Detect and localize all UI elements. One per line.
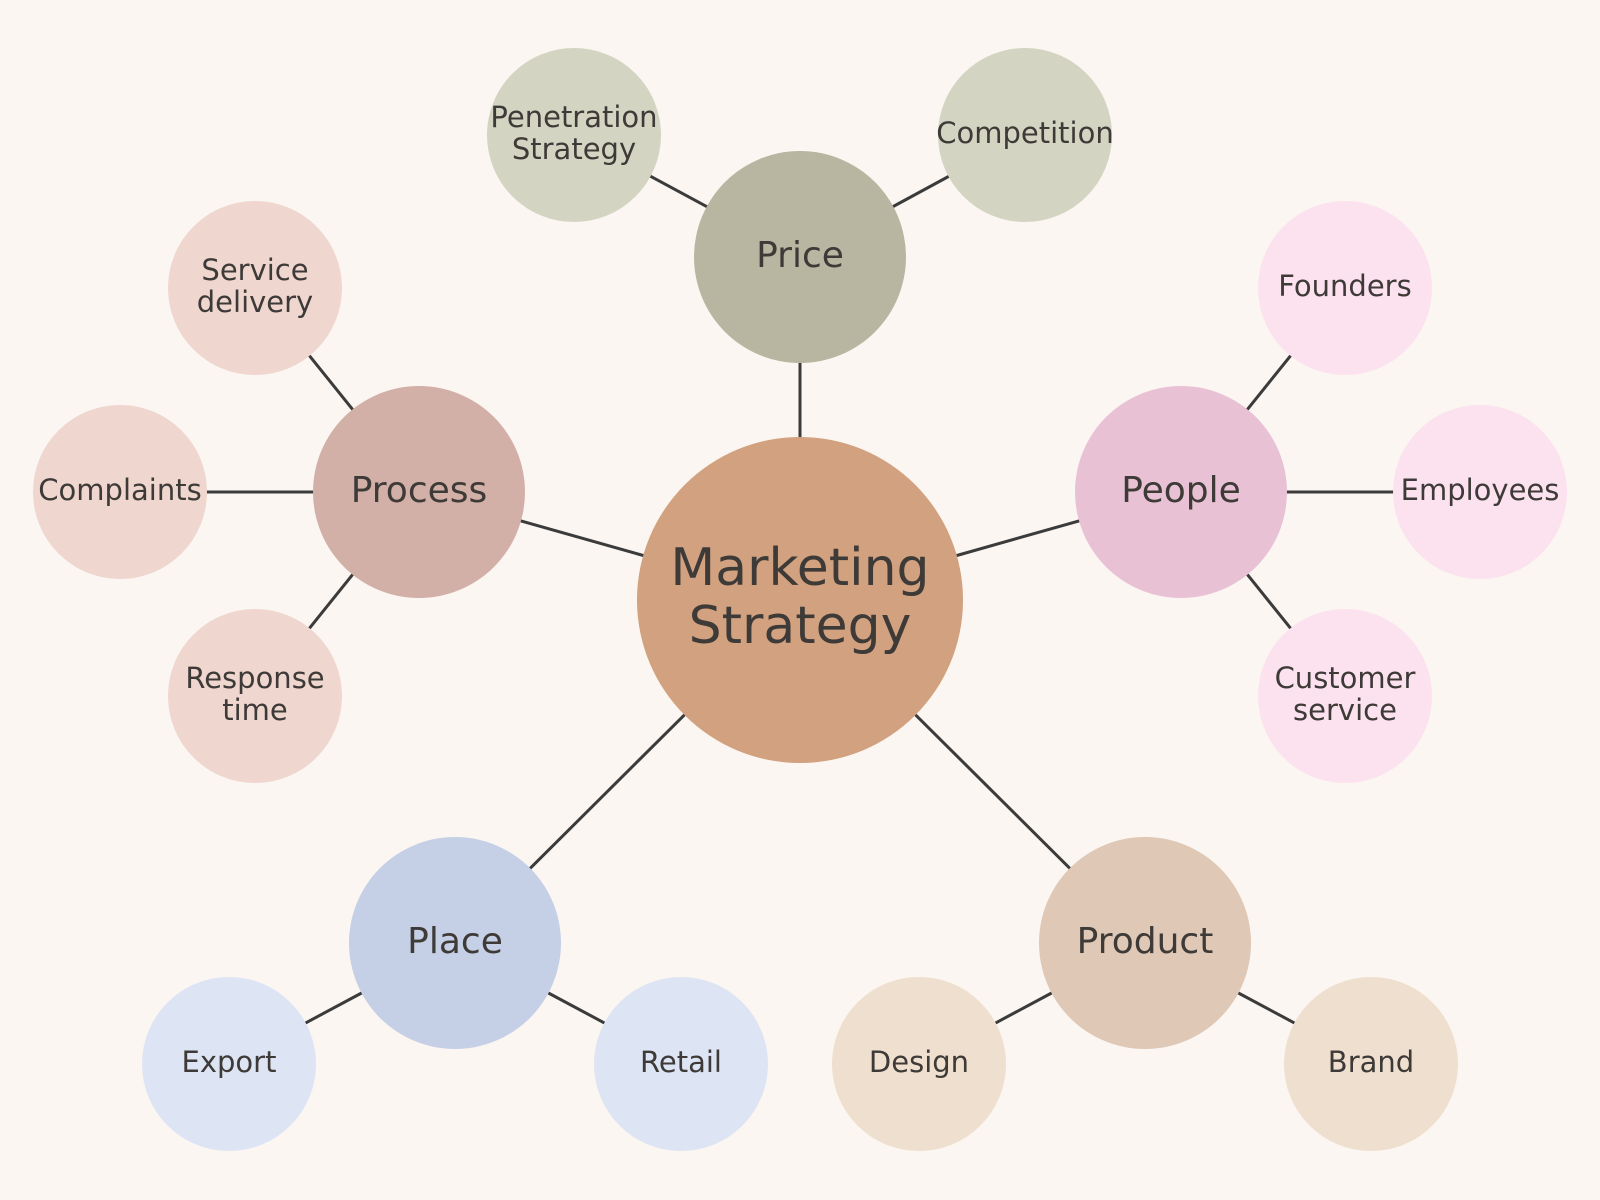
node-label-customer-service: Customer [1275, 661, 1416, 695]
node-price[interactable]: Price [694, 151, 906, 363]
connector-people-founders [1245, 354, 1292, 411]
node-circle-design[interactable] [832, 977, 1006, 1151]
node-circle-people[interactable] [1075, 386, 1287, 598]
connector-product-brand [1236, 991, 1296, 1025]
connector-lines [205, 174, 1395, 1025]
node-complaints[interactable]: Complaints [33, 405, 207, 579]
node-circle-marketing[interactable] [637, 437, 963, 763]
node-place[interactable]: Place [349, 837, 561, 1049]
connector-place-retail [546, 991, 606, 1025]
node-founders[interactable]: Founders [1258, 201, 1432, 375]
node-label-response-time: time [222, 693, 288, 727]
node-retail[interactable]: Retail [594, 977, 768, 1151]
node-circle-response-time[interactable] [168, 609, 342, 783]
node-label-competition: Competition [936, 116, 1113, 150]
node-design[interactable]: Design [832, 977, 1006, 1151]
node-circle-process[interactable] [313, 386, 525, 598]
node-label-penetration: Penetration [490, 100, 657, 134]
node-circles: MarketingStrategyPricePenetrationStrateg… [33, 48, 1567, 1151]
node-label-process: Process [351, 470, 488, 511]
connector-place-export [304, 991, 364, 1025]
node-circle-brand[interactable] [1284, 977, 1458, 1151]
node-product[interactable]: Product [1039, 837, 1251, 1049]
connector-marketing-place [528, 713, 686, 870]
connector-marketing-people [955, 519, 1081, 557]
node-label-people: People [1121, 470, 1241, 511]
node-label-marketing: Marketing [670, 538, 929, 598]
node-circle-service-delivery[interactable] [168, 201, 342, 375]
node-label-brand: Brand [1328, 1045, 1414, 1079]
node-circle-retail[interactable] [594, 977, 768, 1151]
node-label-founders: Founders [1278, 269, 1411, 303]
node-label-place: Place [407, 921, 503, 962]
connector-marketing-product [914, 713, 1072, 870]
node-label-penetration: Strategy [512, 132, 636, 166]
node-employees[interactable]: Employees [1393, 405, 1567, 579]
node-export[interactable]: Export [142, 977, 316, 1151]
node-process[interactable]: Process [313, 386, 525, 598]
node-circle-product[interactable] [1039, 837, 1251, 1049]
node-label-product: Product [1077, 921, 1214, 962]
connector-price-penetration [649, 174, 709, 209]
node-label-employees: Employees [1401, 473, 1560, 507]
node-circle-founders[interactable] [1258, 201, 1432, 375]
node-label-design: Design [869, 1045, 969, 1079]
node-people[interactable]: People [1075, 386, 1287, 598]
node-label-service-delivery: Service [201, 253, 308, 287]
node-label-retail: Retail [640, 1045, 722, 1079]
connector-process-service-delivery [308, 354, 355, 411]
connector-people-customer-service [1245, 573, 1292, 630]
node-label-response-time: Response [185, 661, 324, 695]
connector-price-competition [891, 175, 950, 208]
node-label-complaints: Complaints [38, 473, 201, 507]
node-circle-penetration[interactable] [487, 48, 661, 222]
node-competition[interactable]: Competition [936, 48, 1114, 222]
node-brand[interactable]: Brand [1284, 977, 1458, 1151]
node-label-export: Export [182, 1045, 277, 1079]
connector-product-design [994, 991, 1054, 1025]
node-label-price: Price [756, 235, 844, 276]
node-label-service-delivery: delivery [197, 285, 313, 319]
node-circle-customer-service[interactable] [1258, 609, 1432, 783]
node-label-marketing: Strategy [689, 596, 912, 656]
node-circle-competition[interactable] [938, 48, 1112, 222]
connector-process-response-time [308, 573, 355, 630]
node-label-customer-service: service [1293, 693, 1397, 727]
node-circle-complaints[interactable] [33, 405, 207, 579]
node-circle-employees[interactable] [1393, 405, 1567, 579]
node-circle-place[interactable] [349, 837, 561, 1049]
connector-marketing-process [519, 519, 645, 557]
node-circle-price[interactable] [694, 151, 906, 363]
node-circle-export[interactable] [142, 977, 316, 1151]
